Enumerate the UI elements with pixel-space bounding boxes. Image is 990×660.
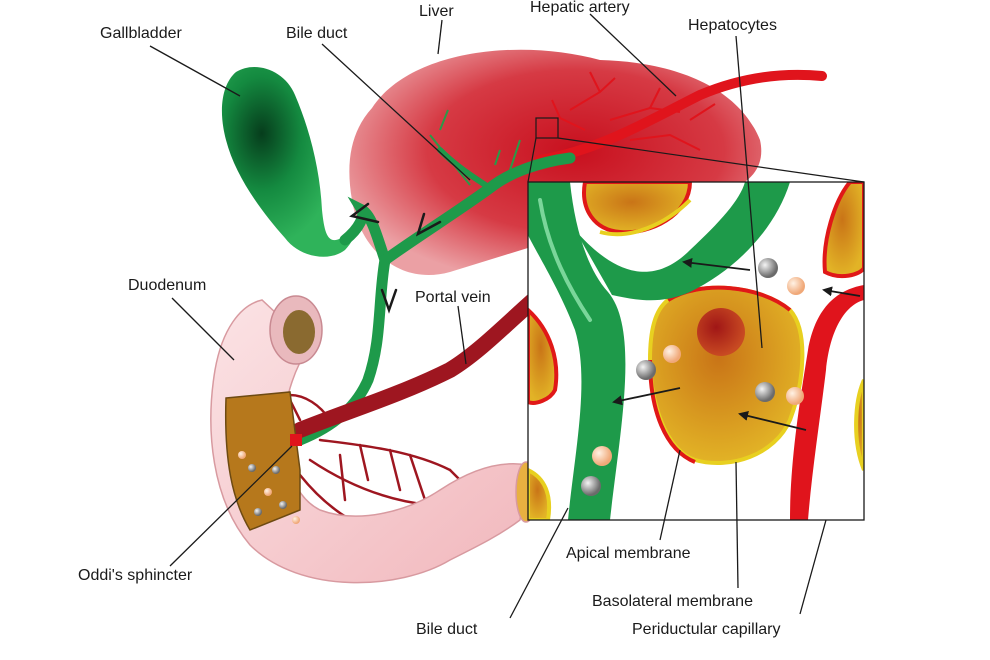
label-periductular-capillary: Periductular capillary [632,621,781,638]
transport-molecules [581,258,805,496]
duodenum-molecules [238,451,300,524]
label-oddi-sphincter: Oddi's sphincter [78,567,193,584]
duodenum-interior [224,391,301,531]
zoom-bile-duct [528,182,626,520]
labels: Gallbladder Bile duct Liver Hepatic arte… [78,0,781,638]
portal-vein [292,282,553,438]
oddi-sphincter-marker [290,434,302,446]
label-bile-duct-bottom: Bile duct [416,621,478,638]
zoom-inset [527,117,865,521]
periductular-capillary [790,285,864,520]
label-bile-duct-top: Bile duct [286,25,348,42]
hepatic-artery [535,69,827,165]
label-hepatocytes: Hepatocytes [688,17,777,34]
hepatocyte-top-right [822,182,864,279]
hepatocyte-nucleus [697,308,745,356]
label-liver: Liver [419,3,454,20]
label-hepatic-artery: Hepatic artery [530,0,630,16]
leader-lines [149,13,827,619]
label-gallbladder: Gallbladder [100,25,183,42]
label-portal-vein: Portal vein [415,289,491,306]
transport-arrows [612,257,861,431]
hepatic-artery-branches [551,71,716,151]
label-duodenum: Duodenum [128,277,206,294]
label-apical-membrane: Apical membrane [566,545,691,562]
hepatocyte-left [528,307,559,405]
hepatocyte-bottom-left [528,467,551,520]
label-basolateral-membrane: Basolateral membrane [592,593,753,610]
portal-vein-branches [288,393,472,527]
gallbladder [221,66,355,257]
bile-flow-arrows [349,202,442,314]
hepatic-duct-branch [437,147,493,191]
